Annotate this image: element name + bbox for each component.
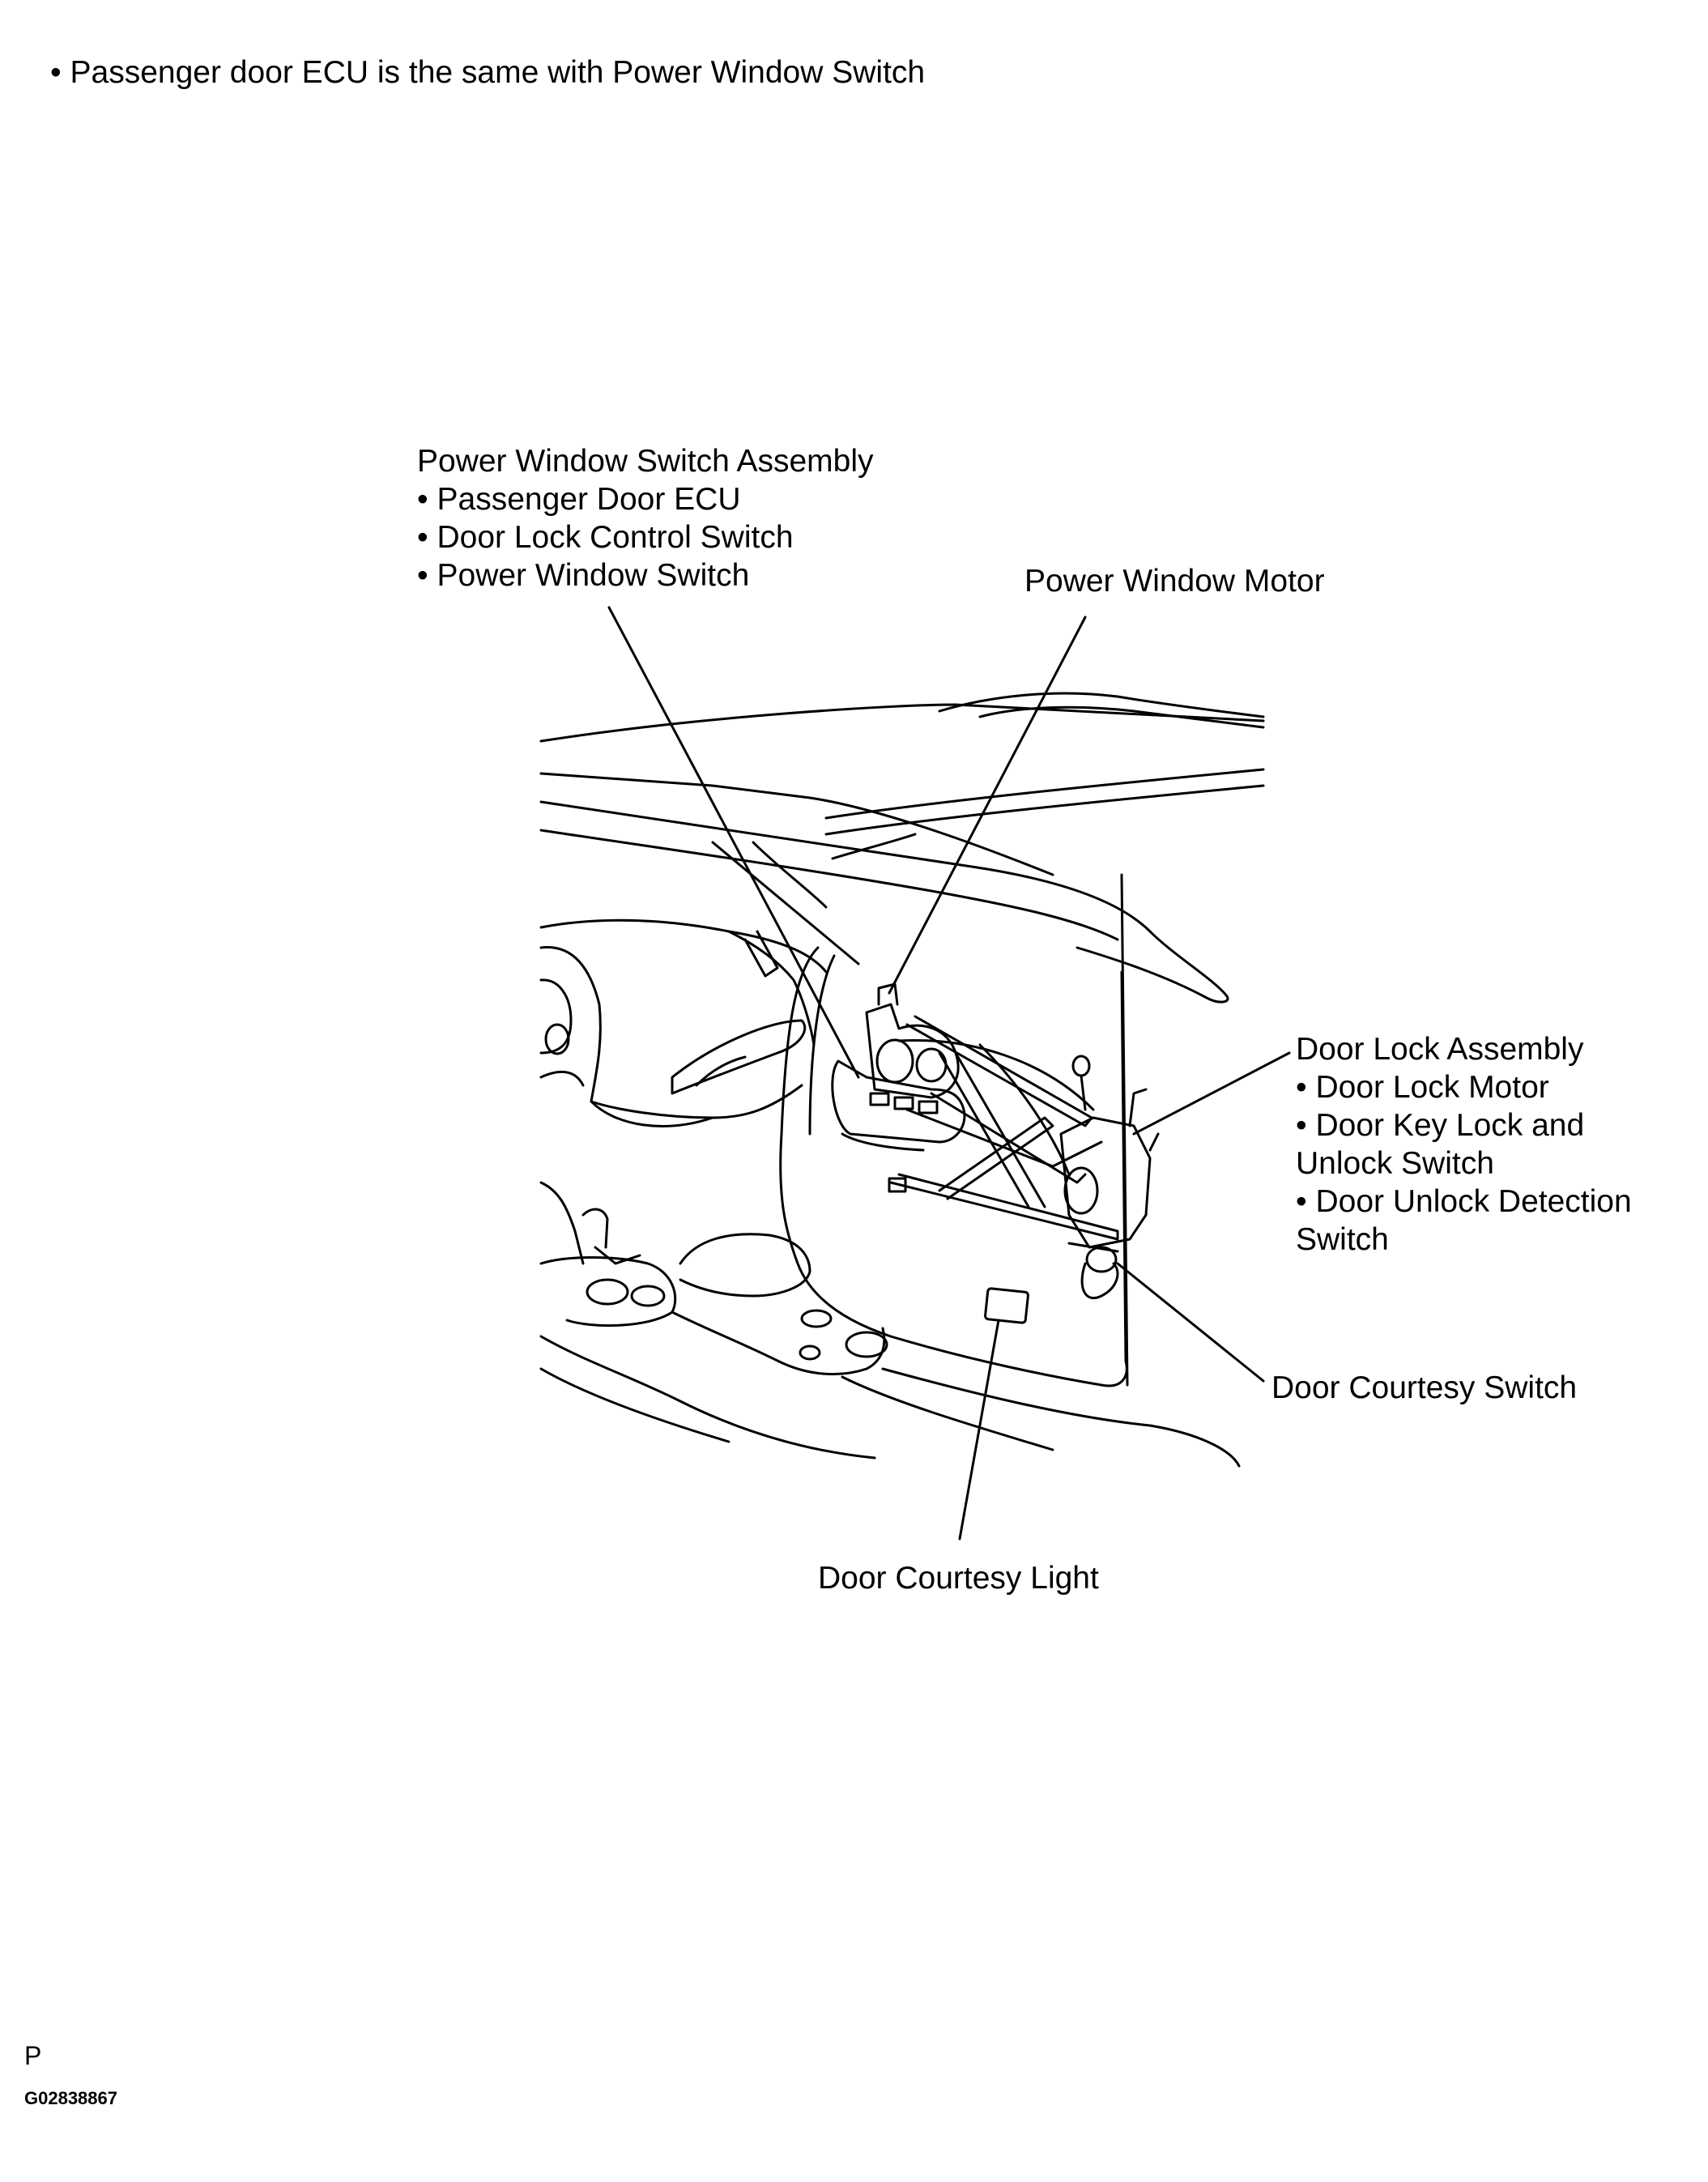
regulator-arm-4 [938,1116,1054,1200]
switch-button-3 [918,1100,939,1114]
dash-knob [544,1023,570,1055]
label-title: Door Lock Assembly [1296,1032,1584,1067]
latch [1085,1246,1118,1273]
switch-button-2 [893,1096,914,1110]
door-frame-line [831,833,917,860]
console-knob [800,1309,833,1328]
regulator-rail-lower [889,1173,1119,1241]
door-panel-outline [779,946,1128,1387]
a-pillar-inner [539,829,1119,941]
dash-side [743,930,779,978]
label-item: Switch [1296,1222,1389,1257]
rear-cupholder-1 [799,1345,821,1361]
label-item: • Door Unlock Detection [1296,1184,1632,1219]
label-item: Power Window Switch [417,556,874,595]
door-sill [841,1375,1054,1451]
leader-power-window-motor [888,616,1087,995]
door-panel-inner [808,954,836,1136]
regulator-arm-1 [905,1015,1093,1127]
latch-bracket [1080,1262,1119,1299]
door-bottom [881,1367,1241,1468]
note-body: Passenger door ECU is the same with Powe… [70,55,926,90]
roof-panel [824,768,1265,820]
glovebox-handle [695,1055,747,1087]
roof-panel-lower [824,784,1265,836]
dashboard-face [539,946,714,1127]
label-title: Door Courtesy Light [818,1561,1099,1596]
roof-outline [539,703,1265,743]
dashboard-top [539,918,828,974]
door-lock-rod-2 [1080,1074,1087,1111]
roof-rail [938,692,1265,718]
floor-line [539,1335,876,1460]
switch-assembly [831,1059,966,1144]
windshield-edge-2 [752,841,828,909]
roof-edge [539,772,1054,876]
glovebox [671,1019,807,1095]
dash-top-right [727,930,816,1046]
label-item: • Door Key Lock and [1296,1108,1585,1143]
door-lock-rod [1128,1088,1160,1152]
shifter [581,1208,641,1265]
regulator-rail-top [897,1038,1095,1111]
switch-assembly-lip [841,1132,925,1152]
door-lock-motor [1063,1166,1099,1215]
leader-door-courtesy-light [958,1319,1000,1541]
door-lock-rod-knob [1071,1055,1091,1077]
motor-gear [875,1038,914,1084]
footer-page-letter: P [24,2041,42,2070]
label-door-courtesy-switch: Door Courtesy Switch [1271,1369,1577,1407]
label-item: Door Lock Control Switch [417,518,874,556]
cupholder-2 [630,1285,666,1307]
label-power-window-motor: Power Window Motor [1024,562,1325,600]
a-pillar [539,800,1229,1004]
floor-line-2 [539,1367,730,1443]
label-title: Power Window Switch Assembly [417,444,874,479]
motor-gear-2 [915,1047,948,1083]
rear-cupholder-2 [845,1331,888,1358]
instrument-cluster [539,978,573,1055]
door-vertical-edge [1120,873,1129,1387]
console-left [539,1181,585,1265]
dash-vent [539,1070,585,1087]
console-tray [539,1256,677,1328]
regulator-diagonal [938,1051,1046,1208]
dash-lower [590,1084,803,1119]
leader-power-window-switch [607,606,860,1079]
label-title: Door Courtesy Switch [1271,1370,1578,1405]
label-door-lock-assembly: Door Lock Assembly • Door Lock Motor • D… [1296,1030,1632,1259]
footer-figure-id: G02838867 [24,2088,117,2108]
label-item: Passenger Door ECU [417,480,874,518]
courtesy-light [984,1287,1029,1324]
console-armrest [679,1233,811,1298]
note-text: • Passenger door ECU is the same with Po… [50,55,926,90]
label-item: Unlock Switch [1296,1146,1494,1181]
motor-connector [877,982,899,1006]
label-title: Power Window Motor [1024,564,1325,599]
windshield-edge [711,841,860,965]
door-lock-body [1059,1116,1152,1249]
label-item: • Door Lock Motor [1296,1070,1549,1105]
leader-door-lock [1132,1051,1291,1136]
roof-rail-inner [978,705,1265,729]
regulator-bracket [888,1177,907,1193]
label-door-courtesy-light: Door Courtesy Light [818,1559,1099,1597]
regulator-arm-3 [905,1108,1103,1168]
switch-button-1 [869,1092,890,1106]
label-power-window-switch-assembly: Power Window Switch Assembly Passenger D… [417,442,874,595]
console-body [671,1310,886,1375]
latch-base [1067,1242,1119,1253]
leader-door-courtesy-switch [1116,1262,1265,1383]
cupholder-1 [586,1278,629,1306]
